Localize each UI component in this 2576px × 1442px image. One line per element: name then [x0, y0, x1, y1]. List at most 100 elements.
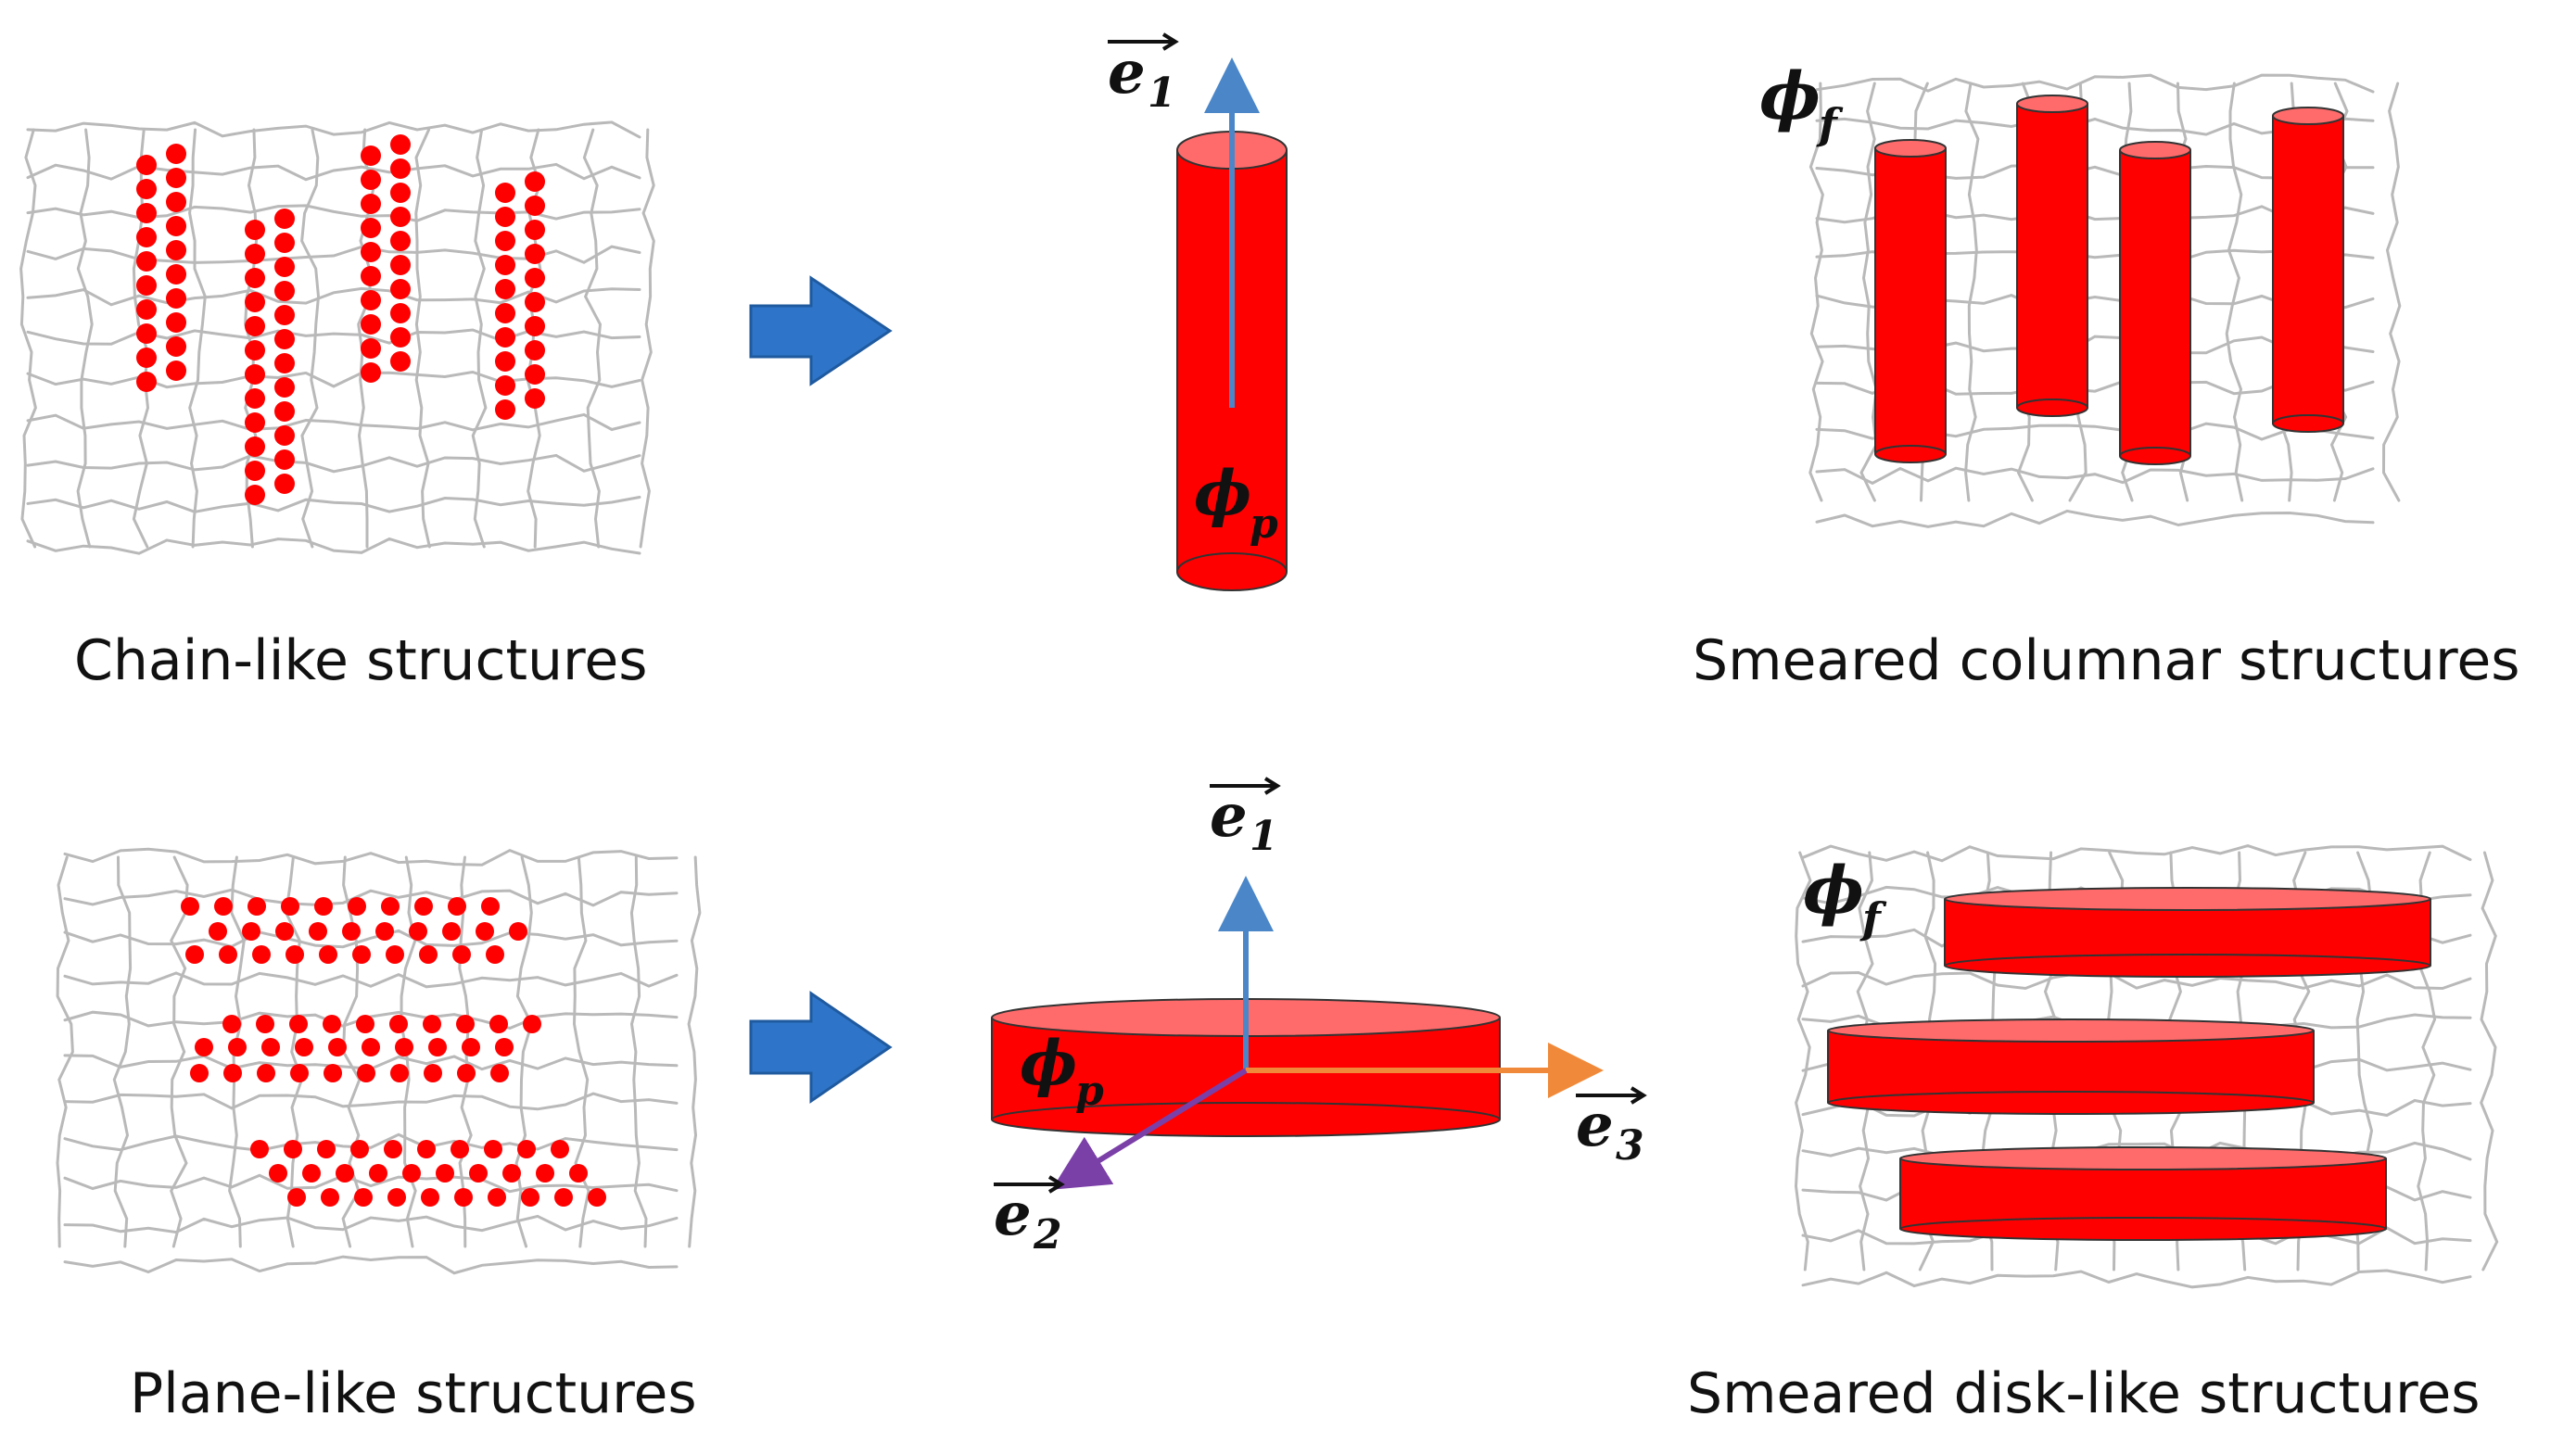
- phi-f-label-disk: ϕ f: [1803, 852, 1887, 943]
- mesh-strand: [26, 328, 641, 346]
- smeared-disks: [1827, 887, 2431, 1241]
- particle-dot: [484, 1140, 502, 1158]
- particle-dot: [219, 945, 237, 964]
- particle-dot: [256, 1015, 274, 1033]
- particle-dot: [274, 281, 295, 301]
- particle-dot: [569, 1164, 588, 1183]
- particle-dot: [525, 292, 545, 312]
- particle-dot: [242, 922, 260, 941]
- particle-dot: [269, 1164, 287, 1183]
- particle-dot: [185, 945, 204, 964]
- particle-dot: [245, 340, 265, 360]
- svg-text:e: e: [994, 1180, 1032, 1249]
- svg-text:ϕ: ϕ: [1803, 852, 1864, 929]
- mesh-strand: [572, 855, 590, 1248]
- particle-dot: [517, 1140, 536, 1158]
- mesh-strand: [1815, 509, 2375, 528]
- smeared-column: [2119, 141, 2191, 465]
- particle-dot: [361, 194, 381, 214]
- particle-dot: [214, 897, 233, 916]
- particle-dot: [314, 897, 333, 916]
- particle-dot: [361, 362, 381, 383]
- chain-particles: [136, 134, 545, 505]
- smeared-columns: [1874, 95, 2344, 465]
- particle-dot: [423, 1015, 441, 1033]
- particle-dot: [136, 275, 157, 296]
- particle-dot: [274, 329, 295, 349]
- particle-dot: [456, 1015, 475, 1033]
- particle-dot: [166, 264, 186, 285]
- particle-dot: [166, 288, 186, 309]
- particle-dot: [245, 388, 265, 409]
- particle-dot: [342, 922, 361, 941]
- particle-dot: [274, 449, 295, 470]
- particle-dot: [166, 192, 186, 212]
- svg-text:ϕ: ϕ: [1759, 57, 1821, 134]
- smeared-disk: [1827, 1018, 2315, 1115]
- particle-dot: [495, 183, 515, 203]
- particle-dot: [245, 364, 265, 385]
- particle-dot: [295, 1038, 313, 1056]
- particle-dot: [525, 388, 545, 409]
- particle-dot: [336, 1164, 354, 1183]
- particle-dot: [454, 1188, 473, 1207]
- svg-text:p: p: [1250, 500, 1278, 548]
- mesh-strand: [26, 412, 641, 432]
- particle-dot: [350, 1140, 369, 1158]
- particle-dot: [525, 244, 545, 264]
- mesh-strand: [514, 855, 533, 1248]
- particle-dot: [452, 945, 471, 964]
- particle-dot: [356, 1015, 374, 1033]
- mesh-strand: [26, 537, 641, 555]
- svg-text:e: e: [1108, 38, 1146, 108]
- particle-dot: [245, 436, 265, 457]
- particle-dot: [361, 170, 381, 190]
- mesh-strand: [2480, 851, 2499, 1271]
- mesh-strand: [341, 855, 362, 1248]
- particle-dot: [245, 412, 265, 433]
- particle-dot: [245, 316, 265, 336]
- particle-dot: [250, 1140, 269, 1158]
- svg-text:ϕ: ϕ: [1020, 1027, 1077, 1099]
- particle-dot: [525, 268, 545, 288]
- particle-dot: [274, 401, 295, 422]
- mesh-strand: [63, 1255, 679, 1275]
- particle-dot: [209, 922, 227, 941]
- smeared-disk: [1899, 1146, 2387, 1241]
- particle-dot: [509, 922, 527, 941]
- particle-dot: [375, 922, 394, 941]
- particle-dot: [281, 897, 299, 916]
- particle-dot: [495, 399, 515, 420]
- particle-dot: [588, 1188, 606, 1207]
- mesh-strand: [285, 855, 304, 1248]
- mesh-strand: [26, 453, 641, 474]
- particle-dot: [274, 353, 295, 373]
- particle-dot: [554, 1188, 573, 1207]
- particle-dot: [136, 251, 157, 272]
- mesh-strand: [26, 286, 641, 307]
- particle-dot: [284, 1140, 302, 1158]
- particle-dot: [275, 922, 294, 941]
- smeared-column: [2016, 95, 2088, 417]
- particle-dot: [166, 168, 186, 188]
- particle-dot: [502, 1164, 521, 1183]
- particle-dot: [286, 945, 304, 964]
- particle-dot: [476, 922, 494, 941]
- particle-dot: [525, 340, 545, 360]
- mesh-strand: [63, 1173, 679, 1194]
- mesh-strand: [63, 971, 679, 989]
- mesh-strand: [1801, 970, 2472, 991]
- smeared-column: [1874, 139, 1947, 463]
- particle-dot: [166, 336, 186, 357]
- particle-dot: [419, 945, 438, 964]
- mesh-strand: [19, 128, 37, 549]
- particle-dot: [428, 1038, 447, 1056]
- svg-text:ϕ: ϕ: [1194, 457, 1251, 529]
- particle-dot: [166, 240, 186, 260]
- particle-dot: [222, 1015, 241, 1033]
- svg-text:e: e: [1210, 781, 1248, 851]
- mesh-strand: [1794, 851, 1812, 1271]
- e2-label: e 2: [994, 1175, 1065, 1259]
- polymer-mesh-chain: [19, 120, 655, 555]
